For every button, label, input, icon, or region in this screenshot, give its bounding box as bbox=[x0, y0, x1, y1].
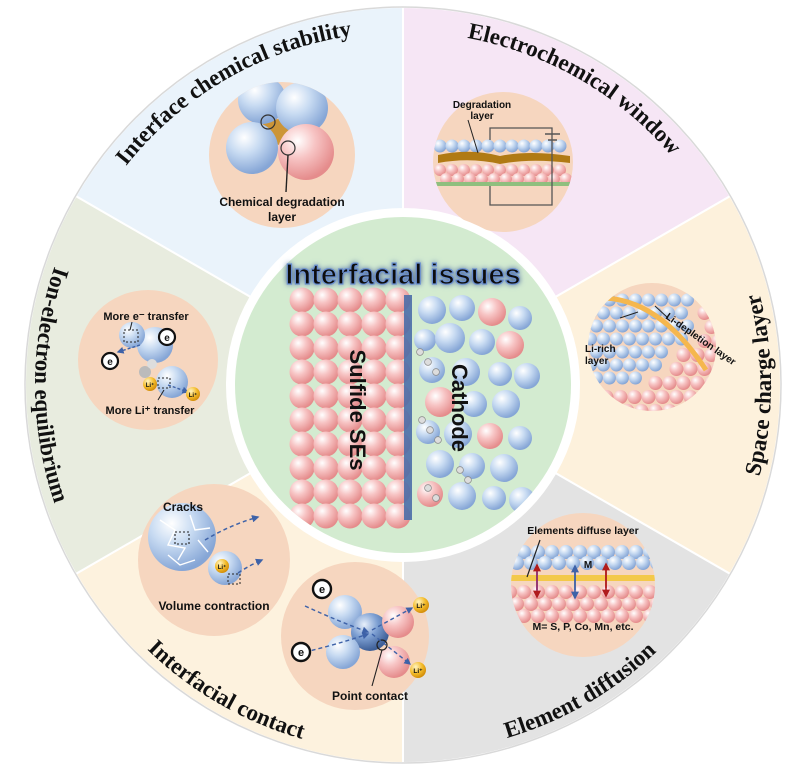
svg-text:Li⁺: Li⁺ bbox=[218, 564, 227, 571]
volume-contraction-label: Volume contraction bbox=[158, 599, 269, 613]
degradation-label-2: layer bbox=[470, 111, 493, 122]
li-badge-1: Li⁺ bbox=[416, 603, 426, 610]
inset-cracks: Li⁺ Cracks Volume contraction bbox=[138, 484, 290, 636]
li-badge-4: Li⁺ bbox=[189, 392, 198, 399]
e-symbol-4: e bbox=[107, 357, 113, 368]
degradation-label-1: Degradation bbox=[453, 100, 511, 111]
e-symbol-2: e bbox=[298, 647, 304, 659]
m-list-label: M= S, P, Co, Mn, etc. bbox=[532, 621, 633, 633]
chem-degradation-label-1: Chemical degradation bbox=[219, 195, 344, 209]
center-title: Interfacial issues bbox=[285, 259, 520, 291]
more-e-transfer-label: More e⁻ transfer bbox=[103, 311, 189, 323]
more-li-transfer-label: More Li⁺ transfer bbox=[106, 405, 196, 417]
chem-degradation-label-2: layer bbox=[268, 210, 296, 224]
cathode-label: Cathode bbox=[447, 364, 472, 452]
elements-diffuse-label: Elements diffuse layer bbox=[527, 525, 638, 537]
li-badge-3: Li⁺ bbox=[146, 382, 155, 389]
li-rich-label-2: layer bbox=[585, 356, 608, 367]
e-symbol-1: e bbox=[319, 584, 325, 596]
li-rich-label-1: Li-rich bbox=[585, 344, 616, 355]
point-contact-label: Point contact bbox=[332, 689, 408, 703]
e-symbol-3: e bbox=[164, 333, 170, 344]
center-panel: Interfacial issues Sulfide SEs Cathode bbox=[227, 209, 579, 561]
sulfide-label: Sulfide SEs bbox=[345, 349, 370, 470]
li-badge-2: Li⁺ bbox=[413, 668, 423, 675]
inset-electrochemical-window: Degradation layer bbox=[433, 92, 573, 232]
inset-ion-electron: e e Li⁺ Li⁺ More e⁻ transfer More Li⁺ tr… bbox=[78, 290, 218, 430]
cracks-label: Cracks bbox=[163, 500, 203, 514]
inset-point-contact: e e Li⁺ Li⁺ Point contact bbox=[281, 562, 429, 710]
m-label: M bbox=[584, 560, 592, 571]
